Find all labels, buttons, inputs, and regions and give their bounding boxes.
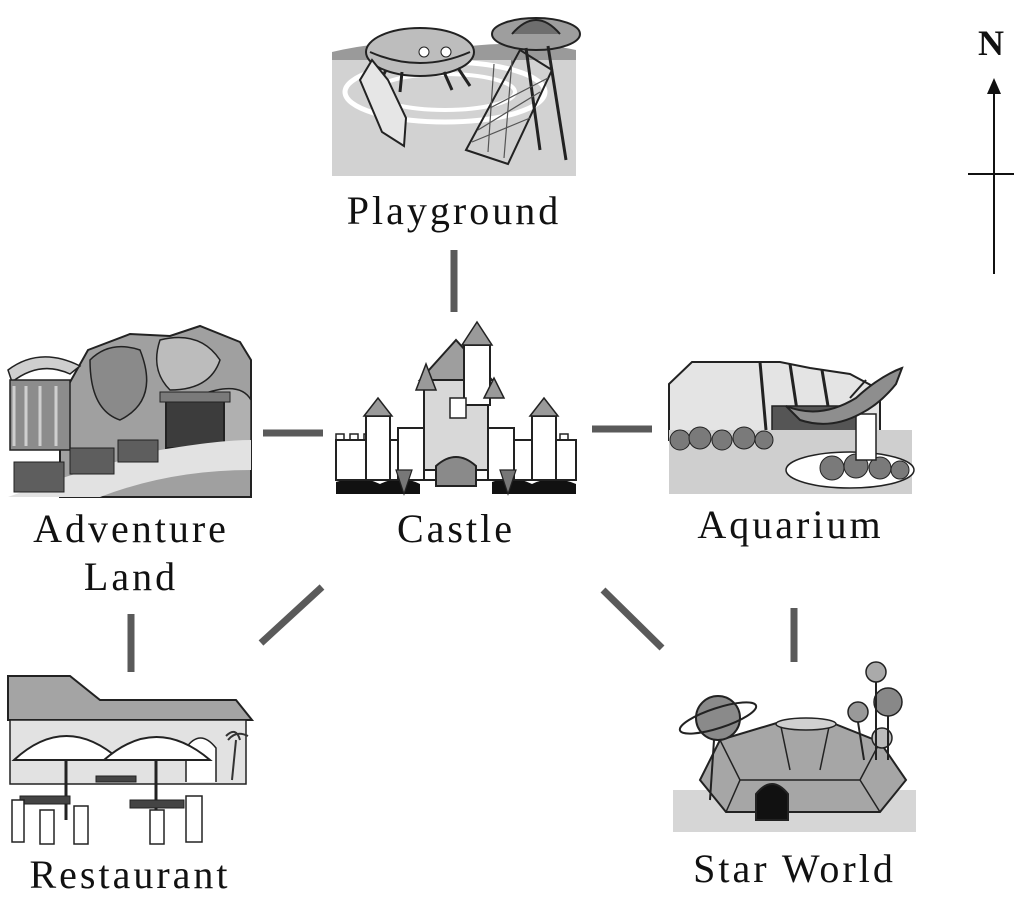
umbrella-tables-icon [7,674,255,846]
path-castle-starworld [600,587,665,651]
adventure-land-label-line1: Adventure [33,506,229,551]
playground-icon [332,16,581,176]
aquarium-dolphin-icon [668,361,915,494]
north-label: N [978,23,1004,63]
aquarium-label: Aquarium [697,502,884,547]
north-arrow-icon [968,78,1014,274]
star-world-label: Star World [693,846,896,891]
map-paths [127,250,798,672]
path-castle-restaurant [258,584,325,646]
planet-dome-icon [673,661,916,832]
playground-label: Playground [346,188,562,233]
adventure-land-label-line2: Land [83,554,179,599]
restaurant-label: Restaurant [29,852,231,897]
castle-label: Castle [397,506,515,551]
cave-train-icon [7,324,252,498]
castle-icon [334,320,578,496]
